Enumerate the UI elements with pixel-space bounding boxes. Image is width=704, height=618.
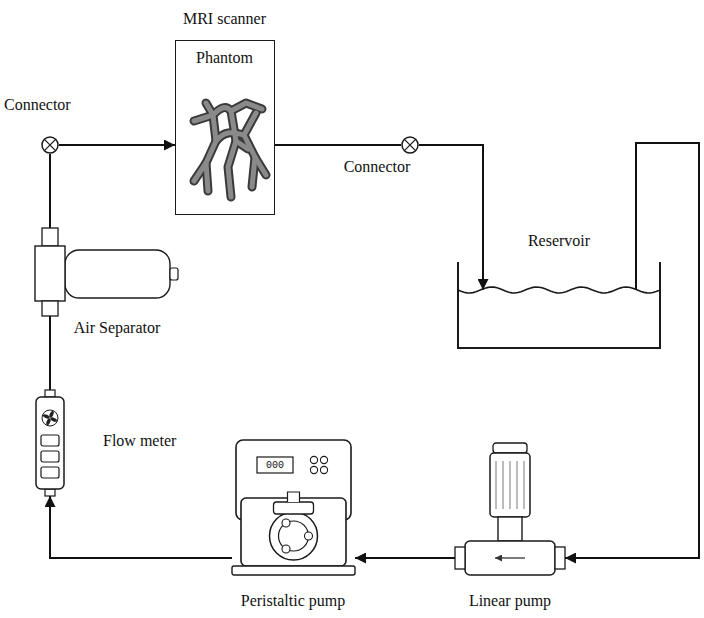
- fan-blade: [45, 418, 51, 426]
- connector-node: Connector: [41, 136, 59, 154]
- fan-blade: [42, 413, 50, 419]
- flow-meter-drawing: [35, 390, 65, 496]
- motor-fin: [510, 461, 511, 509]
- pump-button: [310, 466, 317, 473]
- reservoir-container: [458, 262, 660, 348]
- mri-scanner-box-drawing: [176, 41, 276, 216]
- connector-symbol: [402, 137, 418, 153]
- flow-tube: [50, 496, 232, 558]
- tube-clamp: [274, 502, 314, 514]
- pump-roller: [282, 545, 290, 553]
- phantom-vessel: [228, 111, 236, 197]
- flow-meter: Flow meter: [35, 390, 65, 496]
- flow-tube: [275, 144, 401, 146]
- connector-group: [50, 143, 699, 558]
- separator-port: [42, 301, 58, 316]
- phantom-vessel-outline: [213, 108, 231, 115]
- motor-body: [490, 453, 530, 517]
- phantom-vessel: [194, 103, 213, 121]
- linear-pump: Linear pump: [455, 443, 565, 575]
- pump-button: [320, 456, 327, 463]
- flow-tube: [49, 316, 51, 390]
- phantom-vessel-outline: [206, 115, 216, 191]
- phantom-vessel: [255, 157, 266, 175]
- motor-cap: [493, 443, 527, 453]
- meter-button: [41, 451, 59, 462]
- mri-scanner-box: MRI scannerPhantom: [175, 40, 275, 215]
- scanner-title: MRI scanner: [183, 10, 266, 28]
- phantom-vessel-outline: [255, 157, 266, 175]
- phantom-vessel-outline: [228, 111, 236, 197]
- phantom-vessel-outline: [231, 103, 262, 111]
- phantom-vessel: [213, 108, 231, 115]
- connector-node-drawing: [401, 136, 419, 154]
- pump-casing: [465, 541, 555, 575]
- connector-node-drawing: [41, 136, 59, 154]
- air-separator-drawing: [35, 228, 185, 316]
- air-separator-label: Air Separator: [74, 319, 161, 337]
- connector-node: Connector: [401, 136, 419, 154]
- reservoir-tank: Reservoir: [458, 290, 660, 348]
- motor-fin: [496, 461, 497, 509]
- motor-fin: [503, 461, 504, 509]
- separator-port: [42, 228, 58, 246]
- clamp-handle: [288, 492, 300, 502]
- peristaltic-pump: Peristaltic pump: [232, 440, 355, 575]
- separator-knob: [170, 268, 178, 280]
- flow-tube: [419, 145, 483, 290]
- meter-body: [36, 397, 64, 489]
- pipe-flange: [455, 547, 465, 569]
- phantom-vessel-outline: [194, 103, 213, 121]
- connector-symbol: [42, 137, 58, 153]
- peristaltic-pump-drawing: [232, 440, 355, 575]
- flow-meter-label: Flow meter: [103, 432, 176, 450]
- pump-button: [310, 456, 317, 463]
- connector-label: Connector: [4, 96, 71, 114]
- pump-base: [232, 566, 355, 575]
- phantom-vessel: [206, 115, 216, 191]
- meter-button: [41, 435, 59, 446]
- connector-cross: [44, 139, 55, 150]
- peristaltic-pump-label: Peristaltic pump: [241, 592, 345, 610]
- connector-label: Connector: [344, 158, 411, 176]
- pump-roller: [282, 519, 290, 527]
- water-surface: [458, 287, 659, 293]
- pump-button: [320, 466, 327, 473]
- phantom-label: Phantom: [196, 49, 253, 67]
- flow-tube: [565, 143, 699, 558]
- meter-button: [41, 467, 59, 478]
- separator-body: [65, 250, 170, 298]
- phantom-vessel: [231, 103, 262, 111]
- phantom-vessel: [194, 163, 206, 181]
- meter-port: [45, 489, 55, 496]
- fan-icon: [42, 410, 58, 426]
- phantom-vessel: [216, 133, 244, 141]
- reservoir-label: Reservoir: [528, 232, 590, 250]
- flow-tube: [59, 144, 175, 146]
- pipe-flange: [555, 547, 565, 569]
- pump-rotor-track: [270, 512, 318, 560]
- flow-tube: [355, 557, 455, 559]
- pump-display: [257, 457, 293, 473]
- flow-tube: [49, 154, 51, 228]
- phantom-vessel: [236, 141, 248, 149]
- connector-cross: [404, 139, 415, 150]
- pump-roller: [305, 532, 313, 540]
- fan-blade: [49, 410, 55, 418]
- air-separator: Air Separator: [35, 228, 185, 316]
- pump-head-frame: [241, 498, 346, 566]
- motor-fin: [524, 461, 525, 509]
- flow-direction-arrow: [495, 557, 525, 558]
- pump-neck: [498, 517, 522, 541]
- separator-column: [35, 246, 65, 301]
- motor-fin: [517, 461, 518, 509]
- linear-pump-label: Linear pump: [469, 592, 551, 610]
- reservoir-tank-drawing: [458, 290, 660, 348]
- meter-port: [45, 390, 55, 397]
- linear-pump-drawing: [455, 443, 565, 575]
